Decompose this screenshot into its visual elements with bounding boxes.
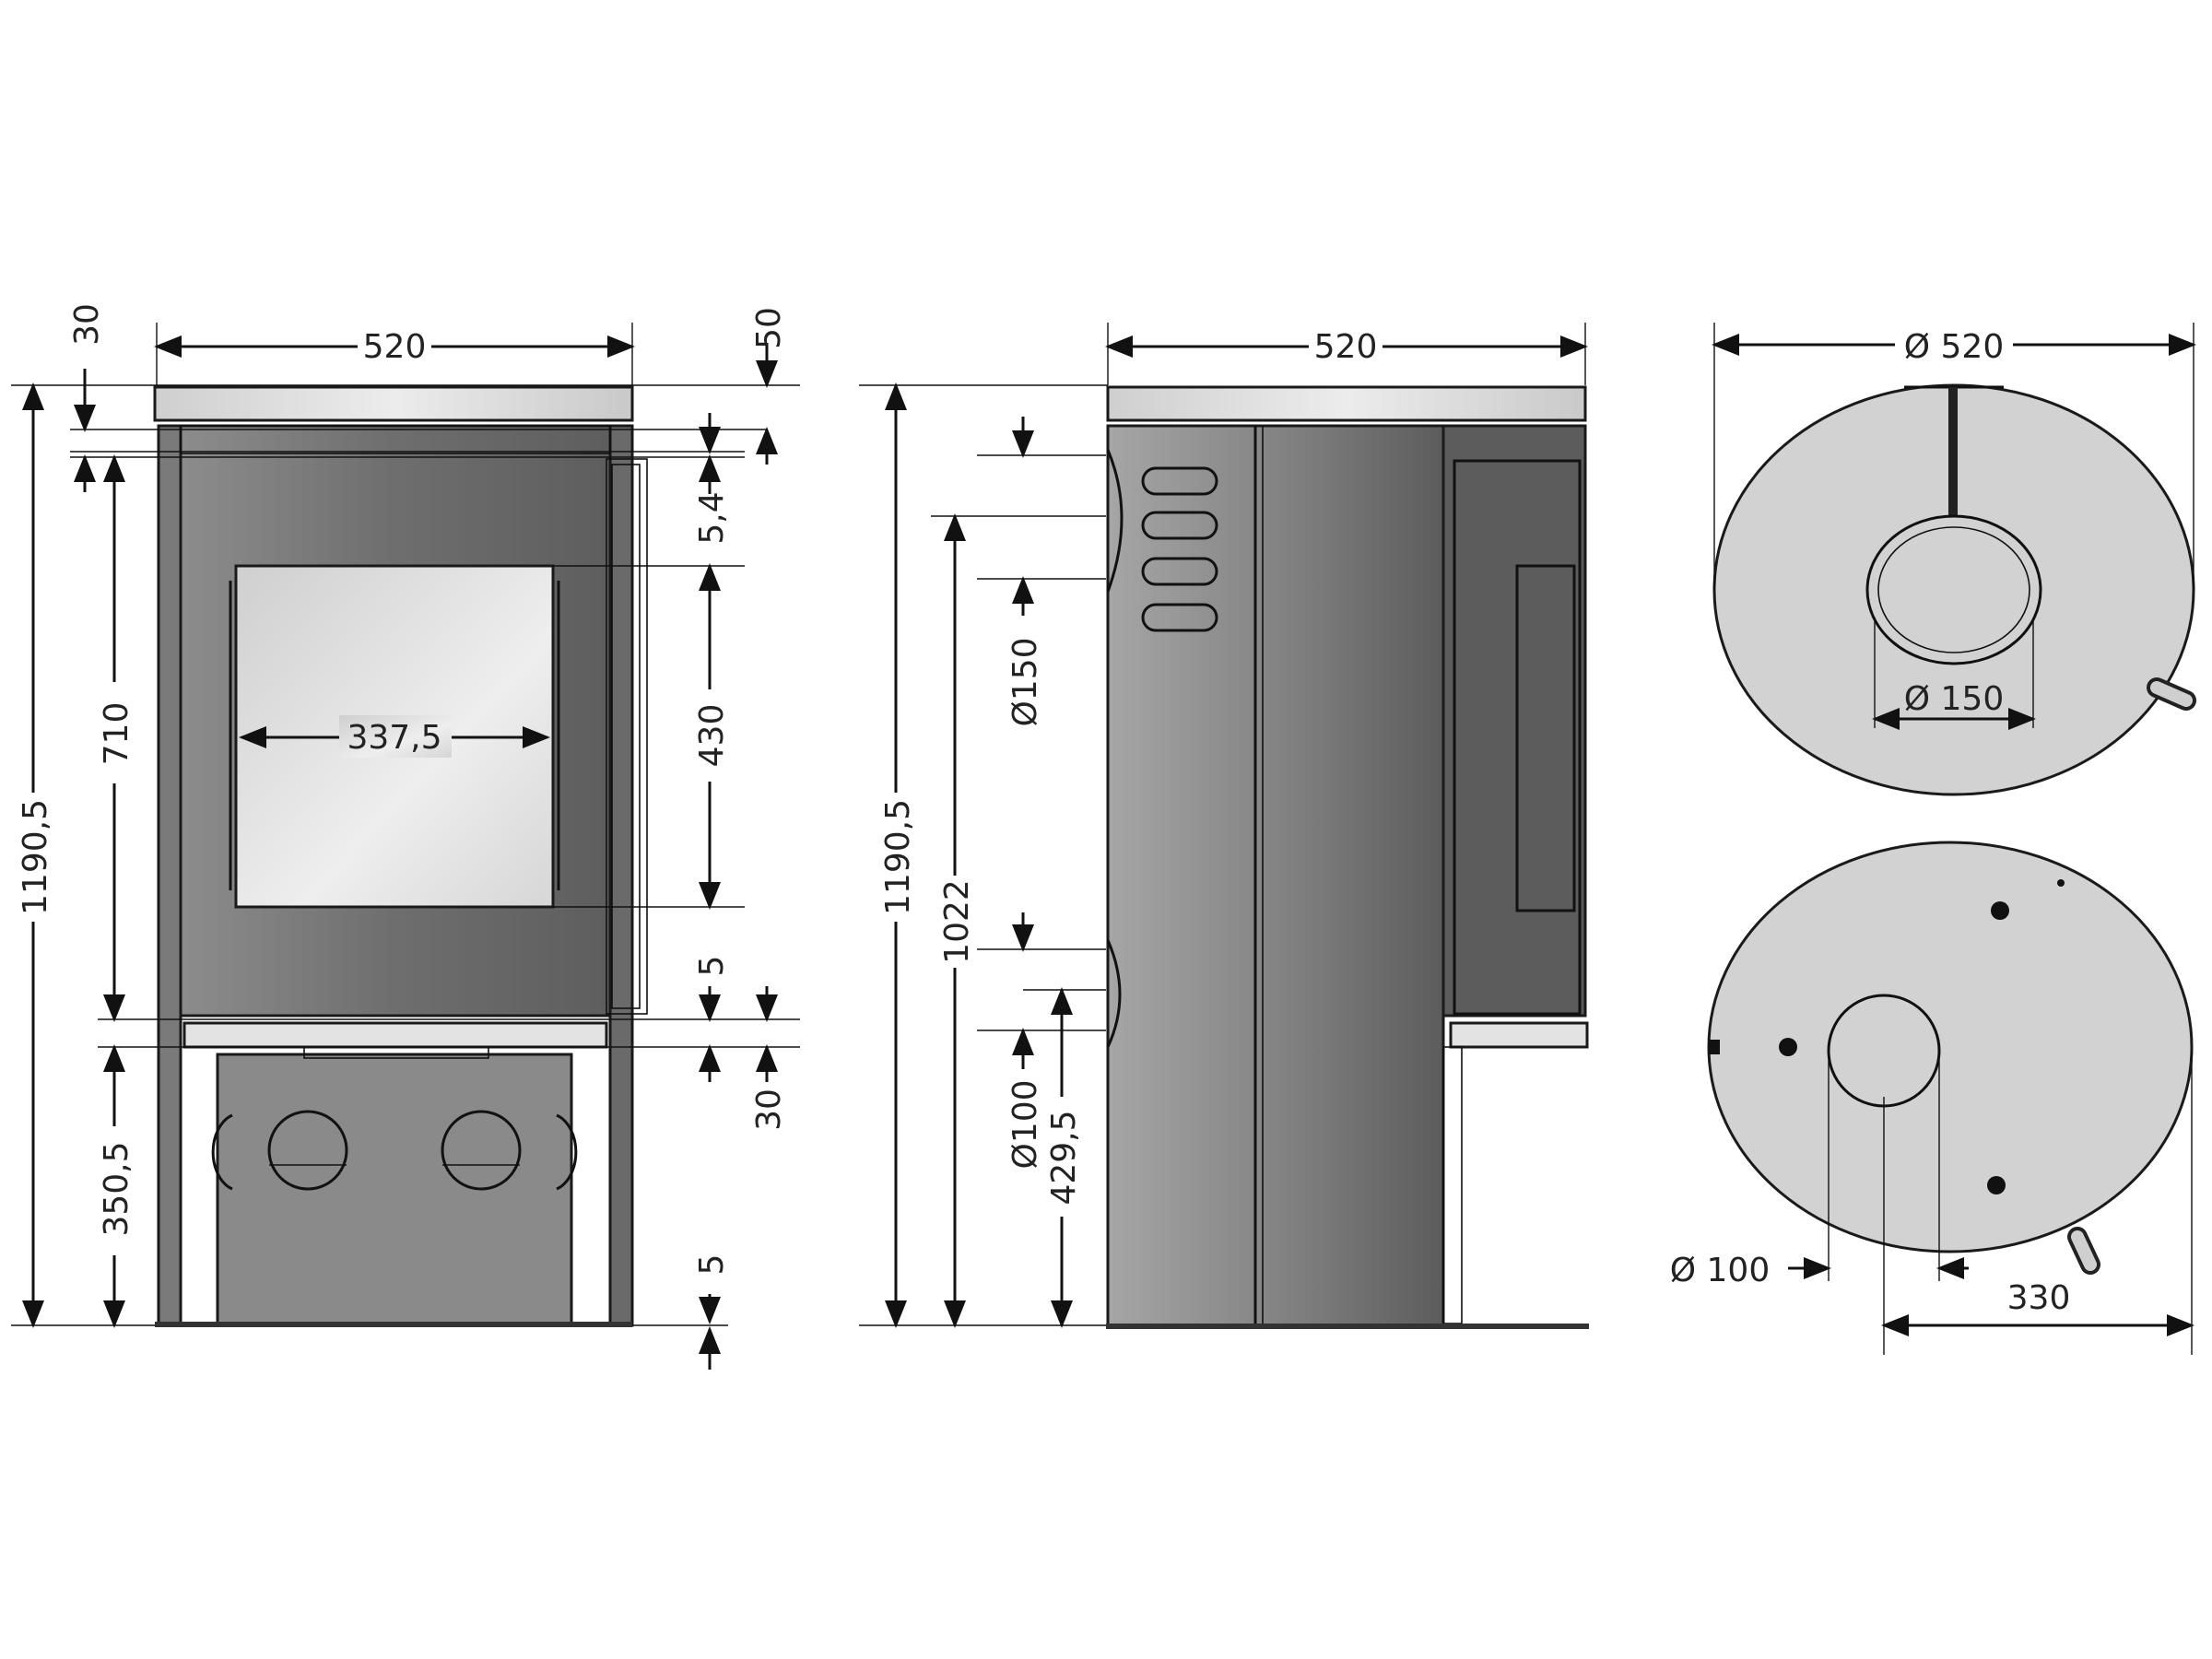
front-upper-lip <box>180 425 611 454</box>
front-top-plate-label: 30 <box>68 303 106 346</box>
bottom-view: Ø 100 330 <box>1670 841 2194 1355</box>
front-lower-lip <box>182 1021 608 1049</box>
bottom-foot-hole-2 <box>1779 1038 1797 1056</box>
front-width-label: 520 <box>363 328 427 366</box>
door-handle-inner <box>611 464 641 1009</box>
vent-slot-2 <box>1141 511 1218 540</box>
side-door-frame <box>1441 424 1587 1018</box>
bottom-air-diameter-label: Ø 100 <box>1670 1252 1771 1289</box>
front-left-pillar <box>157 424 182 1327</box>
top-view: Ø 520 Ø 150 <box>1712 323 2196 796</box>
front-top-gap-label: 50 <box>750 307 788 349</box>
side-floor-plate <box>1106 1324 1589 1329</box>
top-flue-ring <box>1865 514 2042 665</box>
front-body-label: 710 <box>98 702 135 766</box>
side-air-height-label: 429,5 <box>1045 1110 1083 1205</box>
side-flue-diameter-label: Ø150 <box>1006 637 1044 726</box>
vent-slot-4 <box>1141 603 1218 632</box>
side-door-window <box>1515 564 1576 912</box>
front-gap-small-label: 5,4 <box>693 491 731 544</box>
side-top-plate <box>1106 385 1587 422</box>
side-air-diameter-label: Ø100 <box>1006 1079 1044 1169</box>
bottom-foot-hole-3 <box>1987 1176 2006 1194</box>
front-height-total-label: 1190,5 <box>17 799 54 915</box>
front-gap-bottom-label: 5 <box>693 956 731 977</box>
vent-slot-1 <box>1141 466 1218 496</box>
door-handle-strip <box>606 458 648 1015</box>
top-split-line <box>1948 387 1958 516</box>
front-glass-width-label: 337,5 <box>347 719 441 757</box>
side-door-lip <box>1449 1021 1589 1049</box>
front-plinth-gap-label: 30 <box>750 1088 788 1131</box>
bottom-screw-1 <box>2057 879 2065 887</box>
front-floor-plate <box>155 1322 632 1327</box>
top-diameter-label: Ø 520 <box>1904 328 2005 366</box>
side-body <box>1106 424 1445 1327</box>
bottom-offset-label: 330 <box>2007 1279 2071 1317</box>
side-lower-box <box>1442 1046 1463 1324</box>
front-floor-gap-label: 5 <box>693 1254 731 1276</box>
base-hole-left <box>267 1110 348 1191</box>
side-height-total-label: 1190,5 <box>879 799 917 915</box>
front-ash-box <box>216 1053 573 1325</box>
side-door-panel <box>1453 459 1582 1016</box>
front-top-plate <box>153 385 634 422</box>
top-flue-diameter-label: Ø 150 <box>1904 680 2005 718</box>
front-view: 520 1190,5 30 710 350,5 337,5 50 5,4 430 <box>11 303 800 1370</box>
vent-slot-3 <box>1141 557 1218 586</box>
front-base-label: 350,5 <box>98 1141 135 1236</box>
bottom-edge-notch <box>1709 1040 1720 1054</box>
base-hole-right <box>441 1110 522 1191</box>
side-width-label: 520 <box>1314 328 1378 366</box>
front-right-pillar <box>608 424 634 1327</box>
side-flue-height-label: 1022 <box>938 879 976 964</box>
top-flue-hole <box>1877 526 2030 653</box>
front-glass-height-label: 430 <box>693 704 731 768</box>
side-view: 520 1190,5 1022 Ø150 Ø100 429,5 <box>859 323 1589 1329</box>
bottom-foot-hole-1 <box>1991 901 2009 920</box>
